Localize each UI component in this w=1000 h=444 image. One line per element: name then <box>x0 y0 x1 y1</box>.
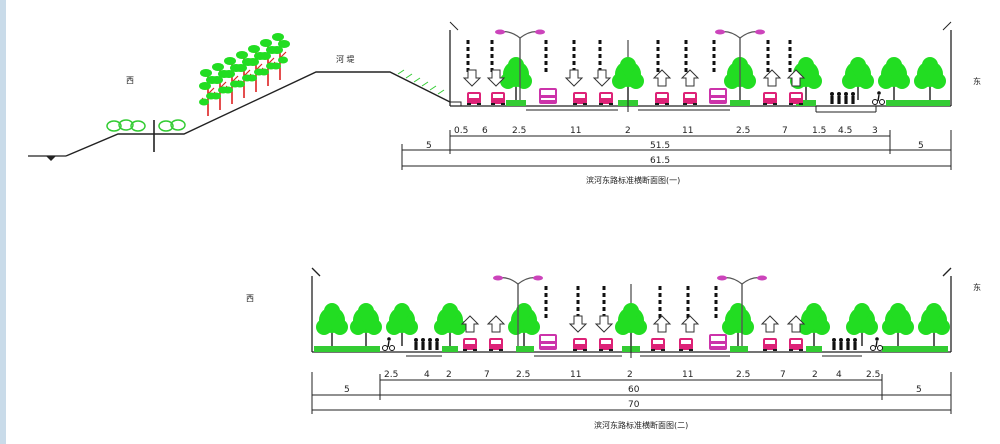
east-label-2: 东 <box>973 282 981 292</box>
segment-label: 2.5 <box>512 126 526 136</box>
dim-mid: 51.5 <box>650 141 670 151</box>
dim-right: 5 <box>918 141 924 151</box>
segment-label: 4.5 <box>838 126 852 136</box>
segment-label: 7 <box>782 126 788 136</box>
dim-total: 70 <box>628 400 640 410</box>
segment-label: 11 <box>682 370 693 380</box>
segment-label: 1.5 <box>812 126 826 136</box>
road-deck-2: 西 东 <box>246 267 981 358</box>
caption-2: 滨河东路标准横断面图(二) <box>594 420 688 430</box>
segment-label: 7 <box>484 370 490 380</box>
cross-section-2: 西 东 2.5 4 2 7 2.5 11 2 11 2.5 7 2 4 2.5 … <box>246 267 981 430</box>
cross-section-1: 西 河 堤 <box>28 21 981 185</box>
segment-label: 2.5 <box>736 370 750 380</box>
segment-label: 11 <box>570 370 581 380</box>
road-deck-1: 东 <box>449 21 981 113</box>
dim-mid: 60 <box>628 385 640 395</box>
west-label-1: 西 <box>126 76 134 85</box>
segment-label: 2 <box>812 370 818 380</box>
slope-forest <box>198 32 291 117</box>
segment-label: 2.5 <box>516 370 530 380</box>
embankment-label: 河 堤 <box>336 54 355 64</box>
segment-label: 2 <box>625 126 631 136</box>
west-label-2: 西 <box>246 294 254 303</box>
segment-label: 6 <box>482 126 488 136</box>
cross-section-drawing: 西 河 堤 <box>28 21 981 430</box>
dim-right: 5 <box>916 385 922 395</box>
segment-label: 2 <box>627 370 633 380</box>
segment-label: 2.5 <box>384 370 398 380</box>
water-level-icon <box>46 156 56 161</box>
caption-1: 滨河东路标准横断面图(一) <box>586 175 680 185</box>
dim-left: 5 <box>344 385 350 395</box>
dim-total: 61.5 <box>650 156 670 166</box>
dim-left: 5 <box>426 141 432 151</box>
segment-label: 4 <box>424 370 430 380</box>
east-label-1: 东 <box>973 76 981 86</box>
segment-label: 11 <box>570 126 581 136</box>
pedestrians-1 <box>830 90 886 106</box>
segment-label: 2.5 <box>866 370 880 380</box>
shrub-row <box>106 119 186 132</box>
segment-label: 2.5 <box>736 126 750 136</box>
segment-label: 11 <box>682 126 693 136</box>
segment-label: 7 <box>780 370 786 380</box>
dimension-lines-2: 2.5 4 2 7 2.5 11 2 11 2.5 7 2 4 2.5 5 60… <box>311 370 952 414</box>
drawing-sheet: 西 河 堤 <box>6 0 1000 444</box>
embankment-hatch <box>397 69 445 95</box>
segment-label: 0.5 <box>454 126 468 136</box>
segment-label: 4 <box>836 370 842 380</box>
riverbank-profile: 西 河 堤 <box>28 32 451 161</box>
segment-label: 3 <box>872 126 878 136</box>
dimension-lines-1: 0.5 6 2.5 11 2 11 2.5 7 1.5 4.5 3 5 51.5… <box>401 126 952 170</box>
segment-label: 2 <box>446 370 452 380</box>
